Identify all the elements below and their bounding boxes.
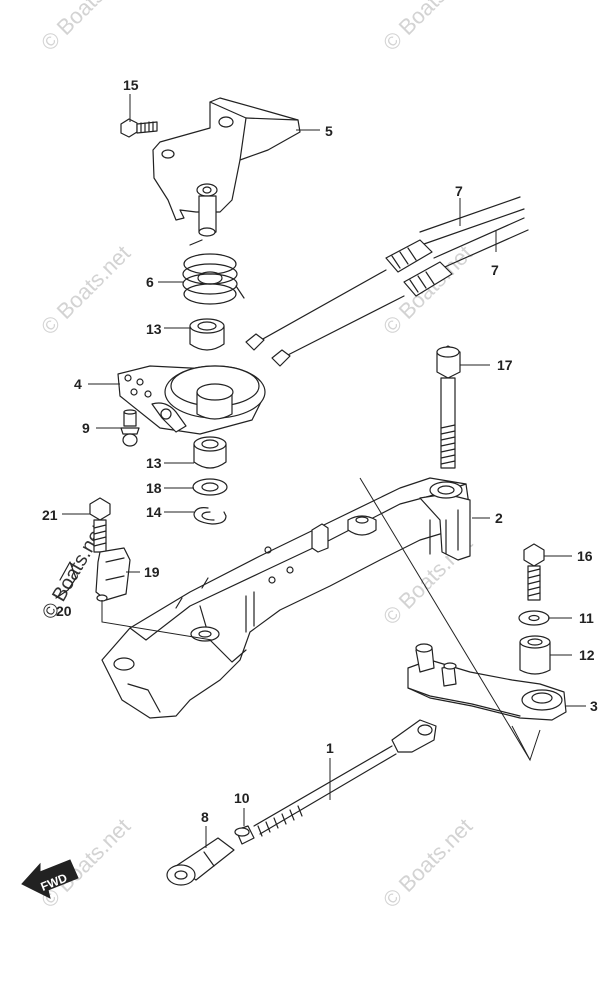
- callout-4: 4: [74, 376, 82, 392]
- part-19-clamp: [95, 547, 131, 602]
- callout-13-lower: 13: [146, 455, 162, 471]
- callout-1: 1: [326, 740, 334, 756]
- callout-12: 12: [579, 647, 595, 663]
- part-17-bolt: [436, 345, 461, 469]
- part-4-lever-plate: [117, 365, 266, 435]
- part-12-collar: [519, 635, 551, 675]
- part-14-e-clip: [193, 507, 227, 525]
- callout-7-lower: 7: [491, 262, 499, 278]
- part-18-washer: [192, 478, 228, 496]
- reference-lines: [101, 477, 541, 762]
- part-20-clip: [55, 561, 77, 599]
- part-7-cables: [245, 196, 529, 367]
- callout-8: 8: [201, 809, 209, 825]
- callout-13-upper: 13: [146, 321, 162, 337]
- callout-21: 21: [42, 507, 58, 523]
- part-15-bolt: [120, 118, 158, 138]
- callout-11: 11: [579, 610, 594, 626]
- callout-2: 2: [495, 510, 503, 526]
- part-1-rod: [253, 719, 437, 837]
- part-16-bolt: [523, 543, 545, 601]
- part-5-bracket: [152, 97, 301, 237]
- part-8-rod-end: [166, 837, 235, 886]
- callout-16: 16: [577, 548, 593, 564]
- callout-14: 14: [146, 504, 162, 520]
- callout-15: 15: [123, 77, 139, 93]
- leader-lines: [62, 94, 586, 848]
- callout-9: 9: [82, 420, 90, 436]
- callout-7-upper: 7: [455, 183, 463, 199]
- part-2-arm: [101, 477, 471, 719]
- callout-3: 3: [590, 698, 598, 714]
- part-3-link-lever: [407, 643, 567, 721]
- callout-19: 19: [144, 564, 160, 580]
- part-21-bolt: [89, 497, 111, 553]
- callout-17: 17: [497, 357, 513, 373]
- fwd-arrow-icon: FWD: [21, 859, 79, 899]
- callout-6: 6: [146, 274, 154, 290]
- callout-18: 18: [146, 480, 162, 496]
- part-13-bushing-top: [189, 318, 225, 351]
- callout-10: 10: [234, 790, 250, 806]
- callout-20: 20: [56, 603, 72, 619]
- part-13-bushing-lower: [193, 436, 227, 469]
- part-11-washer: [518, 610, 550, 626]
- part-6-spring: [182, 239, 245, 305]
- part-9-stud: [120, 409, 140, 447]
- part-10-nut: [234, 825, 255, 845]
- callout-5: 5: [325, 123, 333, 139]
